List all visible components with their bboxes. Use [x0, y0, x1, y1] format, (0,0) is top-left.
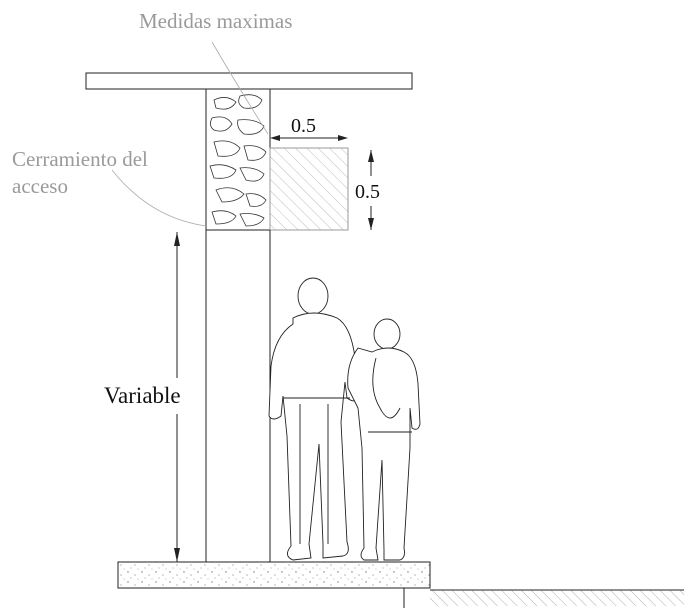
woman-figure — [347, 318, 421, 561]
ceiling-slab — [85, 72, 413, 90]
depth-dimension-label: 0.5 — [355, 181, 380, 203]
title-label: Medidas maximas — [139, 9, 292, 33]
man-figure — [268, 277, 362, 561]
dimension-depth — [368, 150, 374, 230]
width-dimension-label: 0.5 — [291, 115, 316, 137]
stone-lintel — [205, 88, 271, 231]
title-leader — [211, 41, 269, 135]
floor-slab — [117, 561, 431, 589]
enclosure-leader — [111, 169, 207, 227]
max-section-box — [269, 147, 349, 231]
enclosure-label-line1: Cerramiento del — [12, 147, 148, 171]
dimension-height — [174, 232, 180, 562]
dimension-width — [270, 135, 348, 141]
height-label: Variable — [104, 383, 181, 408]
enclosure-label-line2: acceso — [12, 174, 68, 198]
lower-ground — [430, 590, 684, 606]
